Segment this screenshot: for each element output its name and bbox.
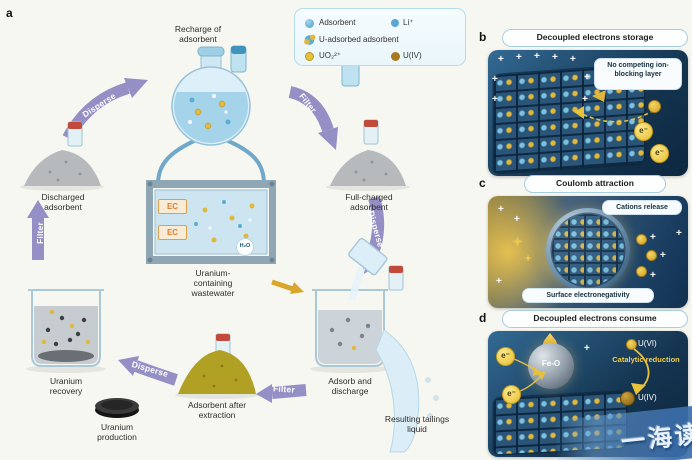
feo-label: Fe-O bbox=[541, 359, 561, 368]
sphere-lattice bbox=[552, 214, 624, 286]
panel-b-label: b bbox=[479, 30, 487, 44]
adsorbent-sphere bbox=[546, 208, 630, 292]
ec-electrode-label: EC bbox=[158, 199, 187, 214]
discharged-adsorbent-pile bbox=[20, 150, 104, 191]
plus-symbol: + bbox=[498, 204, 504, 215]
plus-symbol: + bbox=[516, 52, 522, 63]
vial-red-left-pile bbox=[67, 121, 83, 147]
panel-c-title: Coulomb attraction bbox=[524, 175, 666, 193]
label-adsorb-discharge: Adsorb and discharge bbox=[328, 376, 372, 397]
vial-blue-top bbox=[230, 45, 247, 73]
panel-b: + + + + + + + + + No competing ion-block… bbox=[488, 50, 688, 176]
catalytic-reduction-label: Catalytic reduction bbox=[612, 355, 680, 364]
uiv-icon bbox=[391, 52, 400, 61]
li-ion-icon bbox=[391, 19, 399, 27]
watermark-text: 一海读 bbox=[619, 420, 692, 456]
panel-c-label: c bbox=[479, 176, 486, 190]
surface-electronegativity-box: Surface electronegativity bbox=[522, 288, 654, 304]
plus-symbol: + bbox=[492, 74, 498, 85]
spark-icon bbox=[512, 236, 523, 247]
released-cation bbox=[646, 250, 657, 261]
electron-icon: e⁻ bbox=[502, 385, 521, 404]
recovery-beaker bbox=[26, 289, 106, 373]
plus-symbol: + bbox=[534, 51, 540, 62]
ec-tank bbox=[146, 180, 276, 264]
label-production: Uranium production bbox=[97, 422, 137, 443]
plus-symbol: + bbox=[676, 228, 682, 239]
uiv-ion bbox=[620, 391, 635, 406]
plus-symbol: + bbox=[514, 214, 520, 225]
recharge-vessel bbox=[171, 46, 251, 146]
plus-symbol: + bbox=[496, 276, 502, 287]
label-discharged: Discharged adsorbent bbox=[41, 192, 85, 213]
uvi-label: U(VI) bbox=[638, 339, 657, 348]
h2o-molecule: H₂O bbox=[236, 238, 254, 256]
plus-symbol: + bbox=[584, 72, 590, 83]
pipe-left bbox=[156, 138, 197, 185]
plus-symbol: + bbox=[570, 54, 576, 65]
label-after-extraction: Adsorbent after extraction bbox=[187, 400, 247, 421]
electron-icon: e⁻ bbox=[496, 347, 515, 366]
legend-u-adsorbed: U-adsorbed adsorbent bbox=[319, 35, 399, 44]
adsorb-beaker bbox=[310, 237, 439, 453]
gold-arrow bbox=[271, 279, 304, 294]
label-wastewater: Uranium-containing wastewater bbox=[191, 268, 235, 299]
spark-icon bbox=[524, 254, 532, 262]
uvi-ion bbox=[626, 339, 637, 350]
legend-box: Adsorbent Li⁺ U-adsorbed adsorbent UO₂²⁺… bbox=[294, 8, 466, 66]
panel-a-label: a bbox=[6, 6, 13, 20]
uiv-label: U(IV) bbox=[638, 393, 657, 402]
plus-symbol: + bbox=[552, 52, 558, 63]
released-cation bbox=[636, 234, 647, 245]
panel-d-arrows bbox=[513, 348, 650, 395]
pipe-right bbox=[225, 138, 266, 185]
plus-symbol: + bbox=[498, 54, 504, 65]
released-cation bbox=[636, 266, 647, 277]
uranium-production-disk bbox=[95, 398, 139, 418]
panel-b-arrows bbox=[574, 90, 655, 123]
cations-release-box: Cations release bbox=[602, 200, 682, 216]
arrow-label-filter-left: Filter bbox=[35, 222, 45, 244]
legend-uo2: UO₂²⁺ bbox=[319, 51, 341, 60]
plus-symbol: + bbox=[650, 270, 656, 281]
panel-d-title: Decoupled electrons consume bbox=[502, 310, 688, 328]
adsorbent-icon bbox=[305, 19, 314, 28]
plus-symbol: + bbox=[584, 343, 590, 354]
label-full-charged: Full-charged adsorbent bbox=[345, 192, 393, 213]
full-charged-adsorbent-pile bbox=[326, 150, 410, 191]
u-adsorbed-adsorbent-icon bbox=[303, 34, 316, 46]
plus-symbol: + bbox=[650, 232, 656, 243]
vial-red-right-pile bbox=[363, 119, 379, 145]
panel-b-title: Decoupled electrons storage bbox=[502, 29, 688, 47]
label-tailings: Resulting tailings liquid bbox=[384, 414, 450, 435]
adsorbent-after-extraction-pile bbox=[175, 350, 259, 399]
electron-icon: e⁻ bbox=[634, 122, 653, 141]
annotation-no-blocking: No competing ion-blocking layer bbox=[594, 58, 682, 90]
uranyl-icon bbox=[305, 52, 314, 61]
legend-li: Li⁺ bbox=[403, 18, 414, 27]
uranyl-ion bbox=[648, 100, 661, 113]
label-recovery: Uranium recovery bbox=[49, 376, 83, 397]
ec-electrode-label: EC bbox=[158, 225, 187, 240]
plus-symbol: + bbox=[660, 250, 666, 261]
legend-adsorbent: Adsorbent bbox=[319, 18, 356, 27]
plus-symbol: + bbox=[492, 94, 498, 105]
plus-symbol: + bbox=[582, 94, 588, 105]
electron-icon: e⁻ bbox=[650, 144, 669, 163]
vial-red-adsorb-beaker bbox=[388, 265, 404, 291]
panel-c: + + + + + + + + Cations release Surface … bbox=[488, 196, 688, 308]
panel-d-label: d bbox=[479, 311, 487, 325]
legend-uiv: U(IV) bbox=[403, 51, 422, 60]
label-recharge: Recharge of adsorbent bbox=[174, 24, 222, 45]
